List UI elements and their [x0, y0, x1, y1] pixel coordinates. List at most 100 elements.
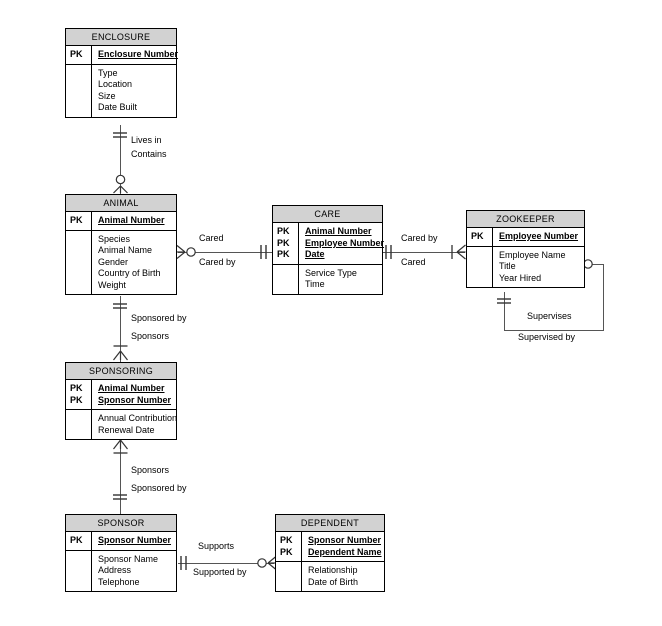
entity-key-section-animal: PK Animal Number	[66, 212, 176, 231]
attr-column-animal: Species Animal Name Gender Country of Bi…	[92, 231, 176, 295]
attr-tag-column-sponsoring	[66, 410, 92, 439]
key-attr-column-care: Animal Number Employee Number Date	[299, 223, 388, 264]
relationship-label-contains: Contains	[131, 149, 167, 159]
pk-tag: PK	[280, 535, 293, 545]
attr-tag-column-enclosure	[66, 64, 92, 117]
attr-tag-column-sponsor	[66, 550, 92, 591]
entity-sponsor[interactable]: SPONSOR PK Sponsor Number Sponsor Name A…	[65, 514, 177, 592]
connector-animal-care	[178, 252, 273, 253]
key-tag-column-dependent: PK PK	[276, 532, 302, 561]
pk-attribute: Date	[305, 249, 325, 259]
attr-column-dependent: Relationship Date of Birth	[302, 562, 384, 591]
entity-title-sponsoring: SPONSORING	[66, 363, 176, 380]
relationship-label-sponsors: Sponsors	[131, 331, 170, 341]
key-attr-column-sponsoring: Animal Number Sponsor Number	[92, 380, 176, 409]
attribute: Date of Birth	[308, 576, 359, 587]
pk-attribute: Animal Number	[98, 215, 165, 225]
attr-tag-column-care	[273, 264, 299, 294]
entity-zookeeper[interactable]: ZOOKEEPER PK Employee Number Employee Na…	[466, 210, 585, 288]
entity-title-enclosure: ENCLOSURE	[66, 29, 176, 46]
entity-title-zookeeper: ZOOKEEPER	[467, 211, 584, 228]
pk-attribute: Employee Number	[305, 237, 385, 248]
entity-attr-section-sponsoring: Annual Contribution Renewal Date	[66, 410, 177, 439]
attribute: Species	[98, 233, 131, 244]
pk-tag: PK	[70, 394, 83, 405]
attribute: Date Built	[98, 102, 138, 112]
cardinality-exactly-one-care-zookeeper	[383, 245, 397, 260]
key-attr-column-zookeeper: Employee Number	[493, 228, 584, 246]
relationship-label-cared-2: Cared	[401, 257, 426, 267]
entity-dependent[interactable]: DEPENDENT PK PK Sponsor Number Dependent…	[275, 514, 385, 592]
entity-title-sponsor: SPONSOR	[66, 515, 176, 532]
entity-key-section-zookeeper: PK Employee Number	[467, 228, 584, 247]
attribute: Animal Name	[98, 245, 153, 255]
relationship-label-cared-by: Cared by	[199, 257, 236, 267]
entity-title-care: CARE	[273, 206, 382, 223]
entity-care[interactable]: CARE PK PK PK Animal Number Employee Num…	[272, 205, 384, 295]
entity-sponsoring[interactable]: SPONSORING PK PK Animal Number Sponsor N…	[65, 362, 177, 440]
attribute: Location	[98, 79, 133, 89]
entity-key-section-sponsoring: PK PK Animal Number Sponsor Number	[66, 380, 176, 410]
attr-column-sponsoring: Annual Contribution Renewal Date	[92, 410, 181, 439]
attr-tag-column-dependent	[276, 562, 302, 591]
pk-attribute: Dependent Name	[308, 546, 382, 557]
entity-title-animal: ANIMAL	[66, 195, 176, 212]
attr-tag-column-animal	[66, 230, 92, 294]
pk-tag: PK	[277, 226, 290, 236]
pk-attribute: Enclosure Number	[98, 49, 179, 59]
entity-key-section-enclosure: PK Enclosure Number	[66, 46, 178, 65]
pk-attribute: Sponsor Number	[98, 394, 172, 405]
pk-tag: PK	[471, 231, 484, 241]
connector-zookeeper-supervises-top	[586, 264, 604, 265]
attribute: Gender	[98, 256, 129, 267]
pk-attribute: Sponsor Number	[98, 535, 172, 545]
relationship-label-supported-by: Supported by	[193, 567, 247, 577]
pk-attribute: Employee Number	[499, 231, 579, 241]
entity-attr-section-enclosure: Type Location Size Date Built	[66, 64, 176, 117]
pk-tag: PK	[277, 237, 290, 248]
attribute: Annual Contribution	[98, 413, 178, 423]
pk-tag: PK	[70, 49, 83, 59]
attribute: Country of Birth	[98, 268, 161, 278]
attribute: Telephone	[98, 576, 140, 587]
attr-tag-column-zookeeper	[467, 246, 493, 287]
connector-zookeeper-supervises-right	[603, 264, 604, 331]
key-attr-column-enclosure: Enclosure Number	[92, 46, 182, 64]
key-tag-column-sponsoring: PK PK	[66, 380, 92, 409]
relationship-label-supports: Supports	[198, 541, 235, 551]
key-tag-column-enclosure: PK	[66, 46, 92, 64]
entity-key-section-sponsor: PK Sponsor Number	[66, 532, 176, 551]
attribute: Year Hired	[499, 272, 542, 283]
attribute: Address	[98, 565, 132, 575]
cardinality-exactly-one-sponsor-dependent	[178, 556, 192, 571]
entity-key-section-care: PK PK PK Animal Number Employee Number D…	[273, 223, 384, 265]
connector-sponsor-dependent	[178, 563, 274, 564]
key-attr-column-sponsor: Sponsor Number	[92, 532, 176, 550]
entity-enclosure[interactable]: ENCLOSURE PK Enclosure Number Type Locat…	[65, 28, 178, 118]
connector-enclosure-animal	[120, 125, 121, 195]
cardinality-zero-or-many-animal	[110, 174, 132, 196]
relationship-label-cared: Cared	[199, 233, 224, 243]
attribute: Employee Name	[499, 249, 566, 260]
attribute: Relationship	[308, 565, 358, 575]
attribute: Service Type	[305, 267, 357, 278]
attribute: Renewal Date	[98, 424, 155, 435]
pk-attribute: Sponsor Number	[308, 535, 382, 545]
entity-key-section-dependent: PK PK Sponsor Number Dependent Name	[276, 532, 384, 562]
attribute: Size	[98, 90, 116, 101]
pk-tag: PK	[70, 535, 83, 545]
attr-column-sponsor: Sponsor Name Address Telephone	[92, 551, 176, 592]
entity-attr-section-zookeeper: Employee Name Title Year Hired	[467, 246, 584, 287]
attribute: Time	[305, 279, 325, 289]
relationship-label-sponsored-by: Sponsored by	[131, 313, 187, 323]
cardinality-one-or-many-zookeeper	[448, 241, 470, 263]
entity-attr-section-sponsor: Sponsor Name Address Telephone	[66, 550, 176, 592]
cardinality-exactly-one-enclosure	[113, 130, 128, 140]
key-tag-column-zookeeper: PK	[467, 228, 493, 246]
entity-animal[interactable]: ANIMAL PK Animal Number Species Animal N…	[65, 194, 177, 295]
entity-attr-section-dependent: Relationship Date of Birth	[276, 562, 384, 591]
relationship-label-lives-in: Lives in	[131, 135, 162, 145]
key-tag-column-care: PK PK PK	[273, 223, 299, 264]
entity-attr-section-animal: Species Animal Name Gender Country of Bi…	[66, 230, 176, 295]
